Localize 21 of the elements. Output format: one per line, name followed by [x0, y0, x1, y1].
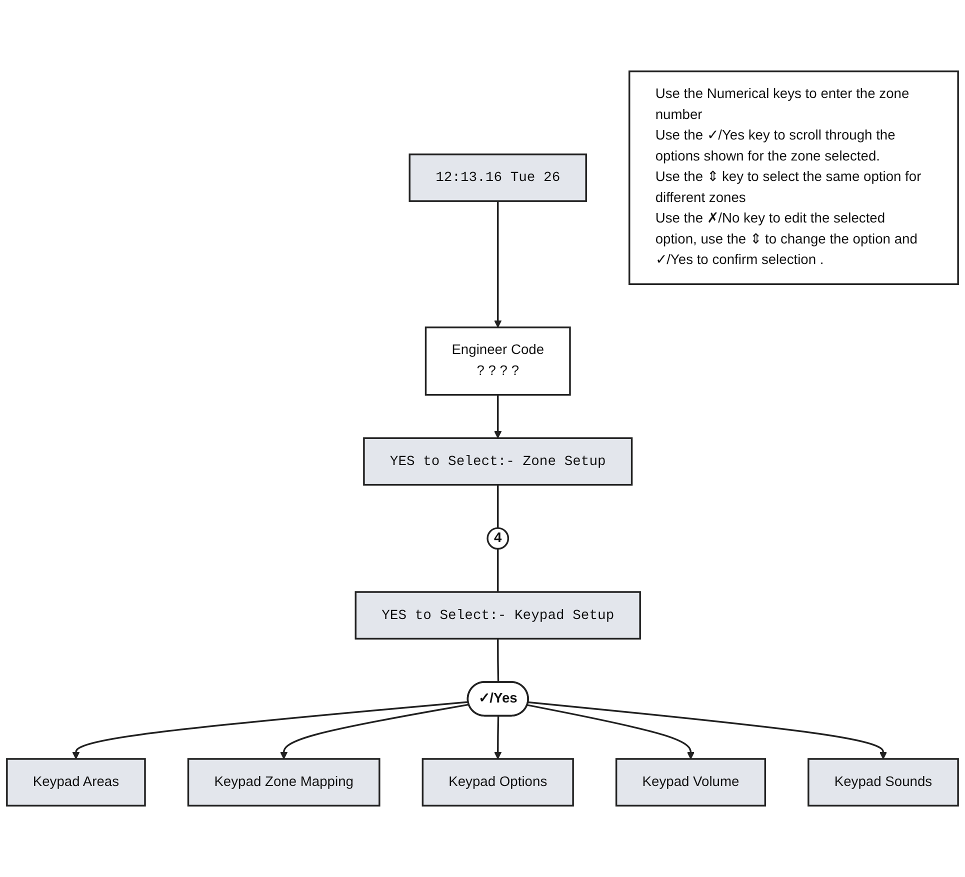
arrow [527, 704, 695, 760]
arrow [494, 716, 502, 760]
connector [497, 484, 499, 528]
node-box: 12:13.16 Tue 26 [408, 154, 587, 202]
connector [497, 638, 500, 682]
arrow [280, 704, 470, 760]
arrow [528, 701, 888, 760]
node-circle: 4 [486, 527, 510, 550]
arrow [494, 201, 502, 328]
node-box: Keypad Options [422, 758, 574, 807]
node-box: Keypad Zone Mapping [187, 758, 380, 807]
node-box: Use the Numerical keys to enter the zone number Use the ✓/Yes key to scroll through the options shown for the zone selected. Use the ⇕ key to select the same option for different zones Use the ✗/No key to edit the selected option, use the ⇕ to change the option and ✓/Yes to confirm selection . [628, 70, 959, 285]
node-box: YES to Select:- Zone Setup [363, 437, 633, 486]
arrow [72, 701, 468, 760]
node-box: Keypad Sounds [808, 758, 959, 807]
node-box: Engineer Code ? ? ? ? [424, 326, 571, 396]
node-box: Keypad Areas [6, 758, 146, 807]
connector [497, 548, 499, 592]
arrow [494, 394, 502, 438]
node-box: Keypad Volume [615, 758, 766, 807]
node-box: YES to Select:- Keypad Setup [354, 591, 641, 640]
